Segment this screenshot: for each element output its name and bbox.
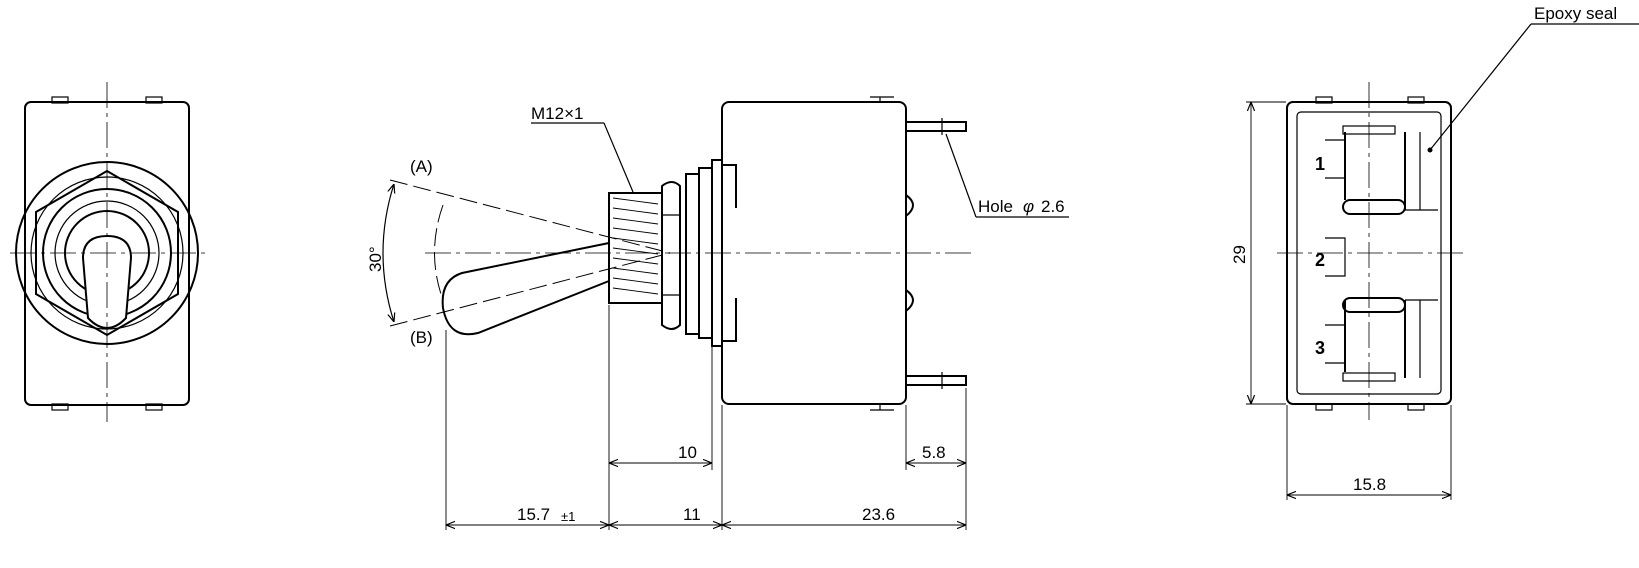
side-nut [661, 181, 681, 330]
side-terminal [905, 375, 967, 386]
back-dimensions [1246, 101, 1452, 500]
epoxy-seal-label: Epoxy seal [1534, 4, 1617, 23]
back-contact [1342, 199, 1406, 215]
front-tab [51, 403, 69, 411]
front-tab [145, 403, 163, 411]
front-tab [145, 96, 163, 104]
hole-phi-symbol: φ [1023, 197, 1034, 216]
dimension-11: 11 [683, 505, 701, 524]
position-b-label: (B) [410, 328, 433, 347]
dimension-23-6: 23.6 [862, 505, 895, 524]
side-dimensions [445, 305, 967, 530]
angle-label: 30° [366, 246, 385, 272]
thread-label: M12×1 [531, 104, 583, 123]
side-terminal [905, 121, 967, 132]
dimension-15-8: 15.8 [1353, 475, 1386, 494]
back-contact [1342, 297, 1406, 313]
dimension-10: 10 [678, 443, 697, 462]
side-threaded-bushing [608, 192, 663, 304]
position-a-label: (A) [410, 157, 433, 176]
hole-diameter-value: 2.6 [1041, 197, 1065, 216]
dimension-5-8: 5.8 [922, 443, 946, 462]
dimension-15-7-tolerance: ±1 [561, 509, 575, 524]
terminal-1-label: 1 [1315, 154, 1325, 174]
side-lever [441, 241, 610, 336]
terminal-2-label: 2 [1315, 250, 1325, 270]
dimension-15-7: 15.7 [517, 505, 550, 524]
terminal-3-label: 3 [1315, 338, 1325, 358]
front-tab [51, 96, 69, 104]
front-view [10, 82, 205, 422]
side-view [382, 96, 972, 411]
back-view [1277, 82, 1464, 420]
dimension-29: 29 [1230, 245, 1249, 264]
side-washer [685, 173, 700, 335]
hole-label: Hole [978, 197, 1013, 216]
